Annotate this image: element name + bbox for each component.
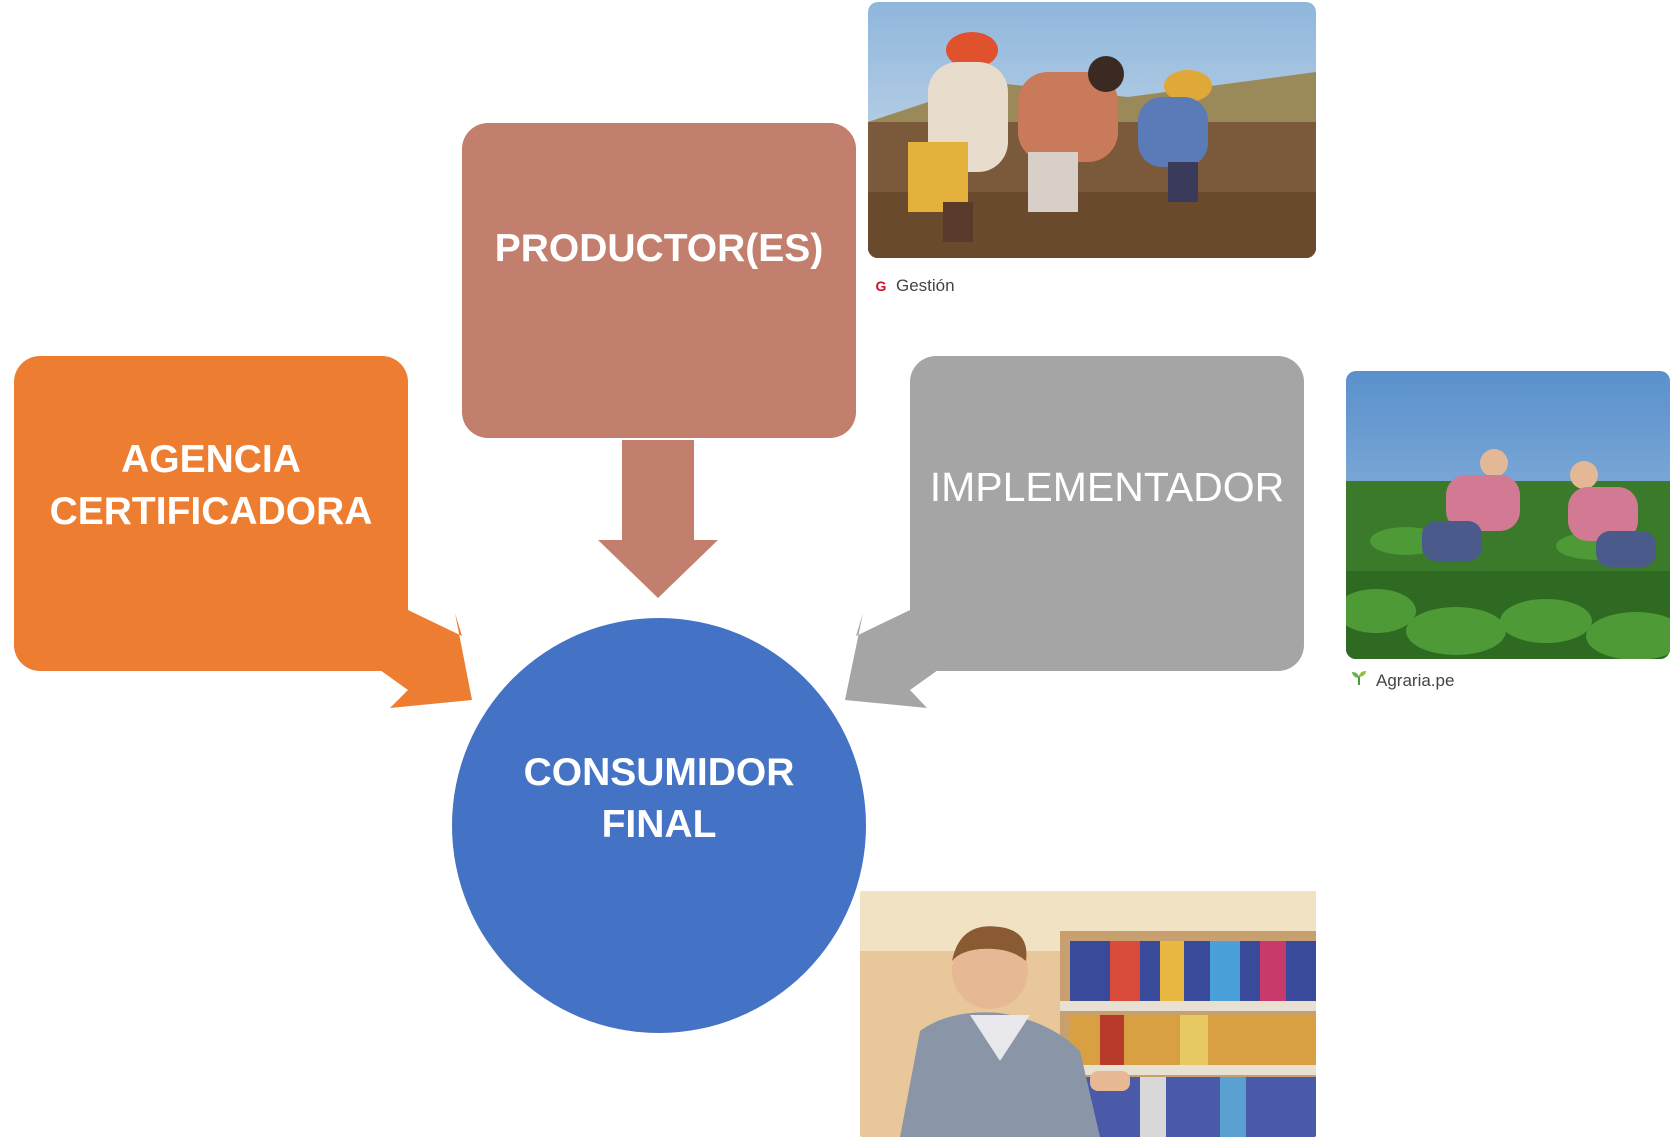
- node-consumidor-line1: CONSUMIDOR: [523, 751, 795, 794]
- sprout-icon: [1350, 670, 1368, 691]
- photo-field-inspection: [1346, 371, 1670, 659]
- node-productores: PRODUCTOR(ES): [462, 123, 856, 438]
- node-productores-label: PRODUCTOR(ES): [494, 227, 824, 270]
- photo-farmers-planting: [868, 2, 1316, 258]
- node-consumidor-final: CONSUMIDOR FINAL: [452, 618, 866, 1033]
- node-agencia-line2: CERTIFICADORA: [49, 490, 373, 533]
- node-agencia-line1: AGENCIA: [121, 438, 301, 481]
- caption-field-text: Agraria.pe: [1376, 670, 1455, 690]
- caption-field: Agraria.pe: [1350, 670, 1454, 691]
- node-agencia-certificadora: AGENCIA CERTIFICADORA: [14, 356, 408, 671]
- photo-supermarket-shopper: [860, 891, 1316, 1137]
- node-implementador: IMPLEMENTADOR: [910, 356, 1304, 671]
- gestion-logo-icon: G: [874, 278, 888, 294]
- caption-farmers: G Gestión: [874, 276, 955, 296]
- caption-farmers-text: Gestión: [896, 276, 955, 295]
- node-implementador-label: IMPLEMENTADOR: [929, 464, 1285, 510]
- node-consumidor-line2: FINAL: [601, 803, 717, 846]
- arrow-productor-to-consumidor: [598, 440, 718, 598]
